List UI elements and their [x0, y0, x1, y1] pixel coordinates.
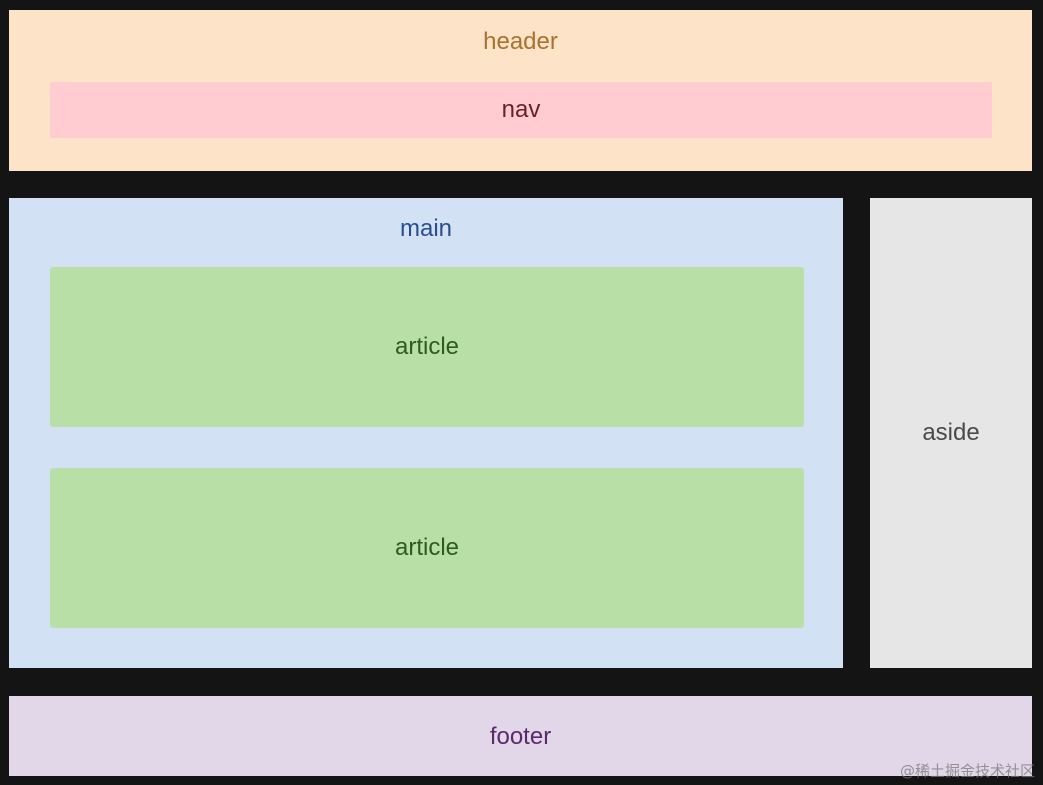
- main-label: main: [399, 215, 453, 242]
- nav-label: nav: [501, 96, 541, 123]
- aside-label: aside: [922, 419, 980, 446]
- article-label: article: [394, 333, 460, 360]
- aside-region: aside: [870, 198, 1032, 668]
- footer-region: footer: [9, 696, 1032, 776]
- article-region: article: [50, 267, 804, 427]
- footer-label: footer: [489, 723, 552, 750]
- watermark-text: @稀土掘金技术社区: [899, 762, 1035, 780]
- article-label: article: [394, 534, 460, 561]
- article-region: article: [50, 468, 804, 628]
- main-region: main article article: [9, 198, 843, 668]
- header-region: header nav: [9, 10, 1032, 171]
- header-label: header: [483, 28, 558, 55]
- nav-region: nav: [50, 82, 992, 138]
